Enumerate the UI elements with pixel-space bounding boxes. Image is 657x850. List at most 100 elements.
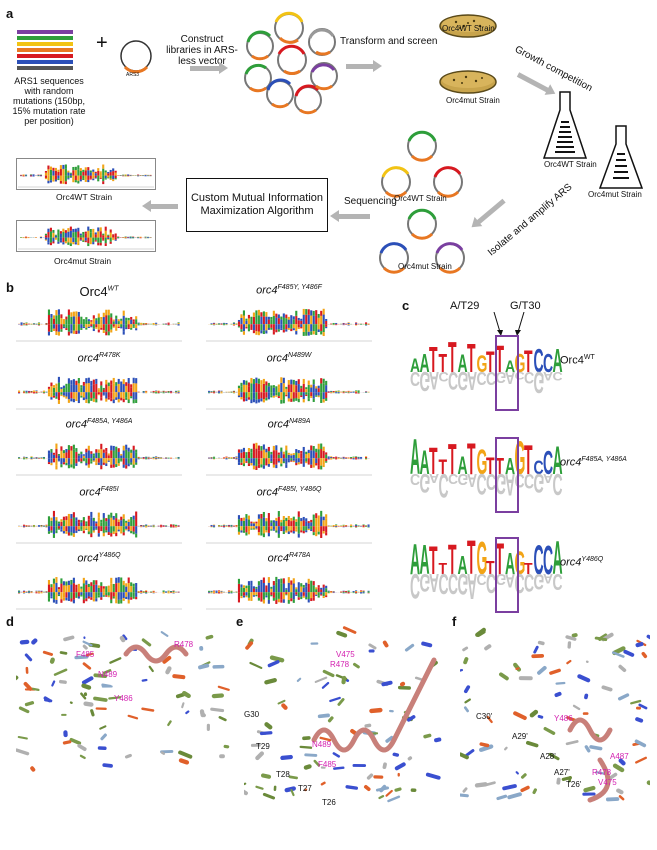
stick [617,693,630,701]
logo-letter-depleted: C [553,369,564,383]
stick [167,720,172,727]
result-wt-label: Orc4WT Strain [56,192,113,202]
logo-letter: A [410,355,420,377]
stick [288,775,298,780]
logo-letter-depleted: C [524,469,534,493]
logo-letter-depleted: C [486,468,496,493]
logo-letter-depleted: G [534,468,545,497]
enrichment-label-base: orc4 [560,456,582,469]
enrichment-label-sup: F485A, Y486A [581,456,627,463]
logo-title-1: orc4F485Y, Y486F [204,284,374,297]
logo-letter-depleted: C [486,568,496,600]
stick [69,737,82,745]
transform-text: Transform and screen [340,36,438,47]
logo-letter: T [429,441,438,483]
flask-wt-label: Orc4WT Strain [544,160,597,169]
arrow-algorithm [142,200,178,212]
logo-letter: T [496,339,505,382]
stick [319,736,332,742]
stick [460,752,469,760]
label-f-3: A28' [540,752,556,761]
stick [464,698,471,704]
stick [341,675,347,685]
stick [264,678,277,685]
stick [513,711,527,720]
logo-letter-depleted: A [505,569,515,591]
logo-title-sup: WT [107,285,119,293]
logo-letter-depleted: A [467,566,477,607]
stick [537,640,545,646]
logo-title-sup: Y486Q [98,552,121,559]
stick [463,657,469,665]
sequence-logo-5 [206,442,372,476]
panel-label-f: f [452,614,457,629]
stick [269,655,285,663]
stick [406,715,416,722]
stick [62,740,72,745]
circles-mut-label: Orc4mut Strain [398,262,452,271]
stick [304,753,318,757]
stick [543,726,556,735]
stick [24,653,33,662]
stick [317,713,330,719]
stick [211,693,224,699]
logo-letter: C [534,343,544,379]
logo-letter: T [439,455,448,479]
logo-letter: A [410,535,420,583]
label-f-1: Y486 [554,714,573,723]
stick [100,733,107,741]
logo-letter-depleted: G [420,568,431,596]
stick [59,651,68,655]
logo-letter-depleted: A [429,568,439,597]
stick [93,673,108,679]
logo-letter: T [448,435,457,483]
logo-letter: A [458,552,468,581]
logo-letter: T [486,557,495,579]
stick [160,751,166,755]
label-d-1: N489 [98,670,118,679]
stick [108,696,122,700]
stick [646,780,650,786]
stick [525,740,539,748]
stick [465,749,475,757]
stick [83,701,94,707]
logo-letter-depleted: G [496,468,507,500]
marker-g-t30: G/T30 [510,300,541,312]
highlight-box [495,437,519,513]
stick [284,786,296,793]
label-f-2: A29' [512,732,528,741]
stick [379,784,387,793]
stick [259,731,273,736]
stick [515,667,520,670]
logo-letter-depleted: G [534,364,545,399]
stick [363,785,371,792]
panel-label-a: a [6,6,14,21]
logo-letter: C [534,536,544,583]
stick [267,660,280,668]
marker-a-t29: A/T29 [450,300,480,312]
logo-letter-depleted: C [448,470,458,486]
stick [141,707,155,712]
stick [368,643,377,650]
label-e-3: T29 [256,742,270,751]
stick [178,758,190,765]
logo-letter-depleted: A [429,366,439,393]
label-e-7: T27 [298,784,312,793]
logo-letter-depleted: A [467,469,477,489]
stick [51,680,56,687]
logo-title-sup: N489W [288,352,312,359]
logo-title-base: orc4 [267,418,289,431]
stick [646,634,650,640]
stick [382,762,387,770]
stick [504,746,508,751]
stick [594,636,608,642]
logo-letter: T [448,535,457,583]
stick [82,644,88,650]
stick [554,691,562,698]
stick [255,785,264,790]
label-d-0: F485 [76,650,95,659]
flask-mut-label: Orc4mut Strain [588,190,642,199]
logo-title-sup: N489A [289,418,311,425]
label-f-8: T26' [566,780,582,789]
label-f-6: R478 [592,768,612,777]
